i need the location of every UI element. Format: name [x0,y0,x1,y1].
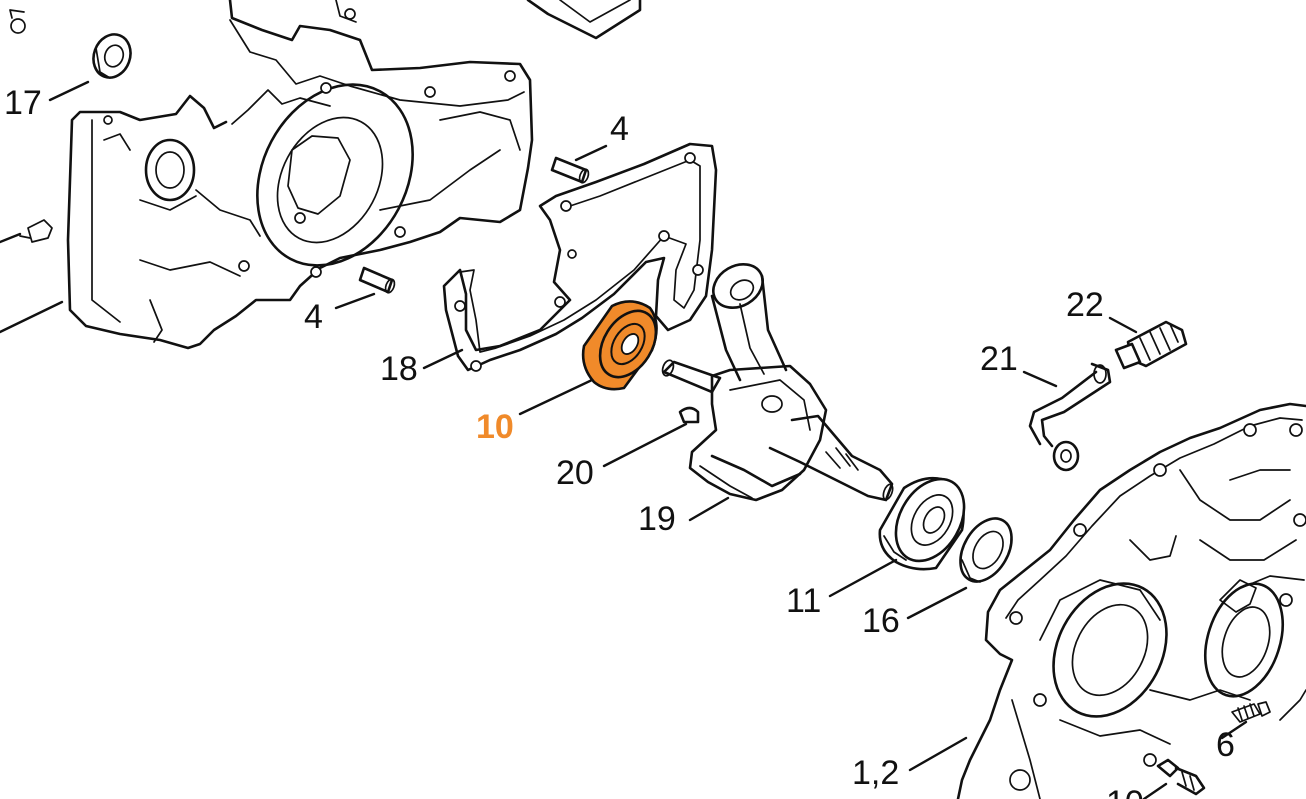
callout-1-2: 1,2 [852,754,899,792]
dowel-pin-icon [550,156,590,184]
fuel-hose-icon [1028,362,1112,472]
callout-4-bottom: 4 [304,298,323,336]
callout-10-bottom: 10 [1106,784,1144,799]
callout-19: 19 [638,500,676,538]
screw-icon [19,219,53,243]
woodruff-key-icon [678,406,700,424]
oil-seal-icon [959,517,1013,583]
screw-icon [1231,701,1271,723]
callout-20: 20 [556,454,594,492]
callout-22: 22 [1066,286,1104,324]
crankshaft-icon [661,263,894,502]
top-cover-part [526,0,642,40]
fuel-filter-icon [1114,320,1188,370]
oil-seal-icon [92,33,132,79]
screw-icon [1156,758,1206,796]
dowel-pin-icon [358,266,396,294]
ball-bearing-icon [878,476,966,571]
callout-11: 11 [786,582,821,620]
callout-18: 18 [380,350,418,388]
callout-17: 17 [4,84,42,122]
right-crankcase-half-icon [956,402,1306,799]
callout-10-highlighted: 10 [476,408,514,446]
gasket-icon [442,142,718,372]
callout-4-top: 4 [610,110,629,148]
left-crankcase-half-icon [9,0,534,350]
callout-21: 21 [980,340,1018,378]
callout-16: 16 [862,602,900,640]
ball-bearing-icon [581,300,658,391]
callout-6: 6 [1216,726,1235,764]
